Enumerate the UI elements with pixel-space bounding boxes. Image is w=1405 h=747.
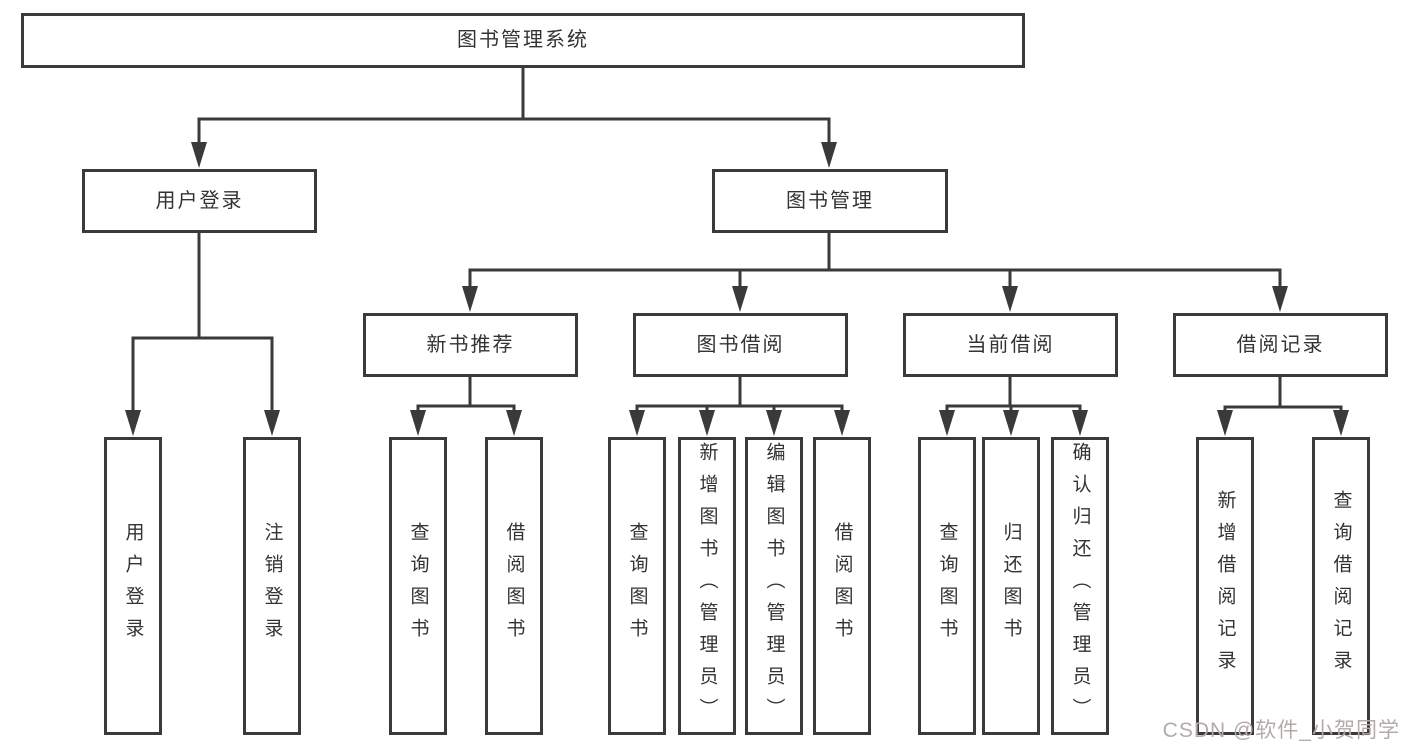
watermark: CSDN @软件_小贺同学 [1162,719,1400,742]
arrowhead-icon [1217,410,1233,436]
node-label: 查询图书 [936,522,958,650]
node-label: 用户登录 [155,189,244,212]
node-borrow-lend: 借阅图书 [813,437,871,735]
node-borrow-add: 新增图书（管理员） [678,437,736,735]
arrowhead-icon [1333,410,1349,436]
node-new-book-rec: 新书推荐 [363,313,578,377]
node-borrow-edit: 编辑图书（管理员） [745,437,803,735]
node-label: 查询图书 [626,522,648,650]
node-borrow-records: 借阅记录 [1173,313,1388,377]
arrowhead-icon [821,142,837,168]
arrowhead-icon [125,410,141,436]
arrowhead-icon [629,410,645,436]
arrowhead-icon [264,410,280,436]
node-label: 查询图书 [407,522,429,650]
node-label: 新书推荐 [426,333,515,356]
node-label: 用户登录 [122,522,144,650]
arrowhead-icon [732,286,748,312]
node-label: 借阅图书 [831,522,853,650]
node-book-borrow: 图书借阅 [633,313,848,377]
node-login-logout: 注销登录 [243,437,301,735]
node-rec-query: 查询图书 [389,437,447,735]
node-current-confirm: 确认归还（管理员） [1051,437,1109,735]
node-label: 注销登录 [261,522,283,650]
node-label: 借阅图书 [503,522,525,650]
node-label: 查询借阅记录 [1330,490,1352,682]
arrowhead-icon [699,410,715,436]
node-records-query: 查询借阅记录 [1312,437,1370,735]
arrowhead-icon [191,142,207,168]
node-login-user: 用户登录 [104,437,162,735]
node-label: 确认归还（管理员） [1069,442,1091,730]
node-user-login: 用户登录 [82,169,317,233]
arrowhead-icon [1272,286,1288,312]
node-label: 新增图书（管理员） [696,442,718,730]
node-label: 编辑图书（管理员） [763,442,785,730]
arrowhead-icon [462,286,478,312]
node-label: 归还图书 [1000,522,1022,650]
node-records-add: 新增借阅记录 [1196,437,1254,735]
node-rec-borrow: 借阅图书 [485,437,543,735]
node-label: 新增借阅记录 [1214,490,1236,682]
arrowhead-icon [1072,410,1088,436]
arrowhead-icon [766,410,782,436]
node-borrow-query: 查询图书 [608,437,666,735]
arrowhead-icon [506,410,522,436]
arrowhead-icon [1003,410,1019,436]
node-root: 图书管理系统 [21,13,1025,68]
node-current-borrow: 当前借阅 [903,313,1118,377]
node-label: 图书借阅 [696,333,785,356]
node-book-mgmt: 图书管理 [712,169,948,233]
node-label: 借阅记录 [1236,333,1325,356]
node-label: 图书管理 [786,189,874,212]
arrowhead-icon [1002,286,1018,312]
arrowhead-icon [834,410,850,436]
arrowhead-icon [410,410,426,436]
node-label: 图书管理系统 [457,29,589,51]
arrowhead-icon [939,410,955,436]
node-label: 当前借阅 [966,333,1055,356]
node-current-query: 查询图书 [918,437,976,735]
node-current-return: 归还图书 [982,437,1040,735]
